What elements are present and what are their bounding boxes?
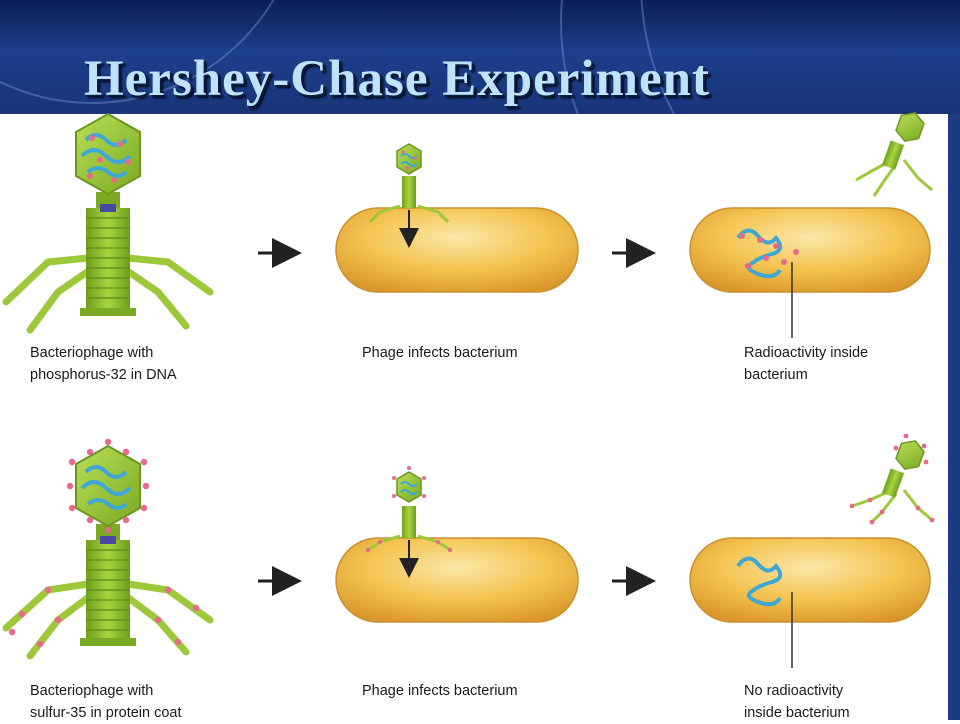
slide-title: Hershey-Chase Experiment: [84, 51, 710, 107]
phage-detached: [855, 112, 933, 197]
phage-attached: [365, 466, 453, 553]
caption-infects-1: Phage infects bacterium: [362, 345, 518, 361]
radioactive-dots: [739, 233, 799, 269]
phage-p32: [2, 112, 214, 334]
phage-s35: [2, 438, 214, 660]
phage-attached: [368, 143, 450, 224]
slide-header: Hershey-Chase Experiment: [0, 0, 960, 114]
phage-detached: [849, 433, 935, 525]
slide-right-edge: [948, 114, 960, 720]
phage-baseplate: [80, 308, 136, 316]
caption-phage-s35: Bacteriophage with sulfur-35 in protein …: [30, 683, 182, 721]
bacterium: [689, 207, 931, 293]
dna-inside-bacterium: [736, 556, 783, 607]
caption-phage-p32: Bacteriophage with phosphorus-32 in DNA: [30, 345, 177, 383]
phage-baseplate: [80, 638, 136, 646]
phage-tail-rings: [86, 549, 130, 631]
s35-coat-dots: [66, 438, 150, 534]
phage-tail-rings: [86, 217, 130, 299]
bacterium: [335, 207, 579, 293]
s35-fiber-dots: [8, 586, 200, 648]
bacterium: [689, 537, 931, 623]
dna-inside-bacterium: [736, 228, 783, 279]
phage-tail-sheath: [86, 208, 130, 310]
phage-tail-fibers: [2, 254, 214, 334]
caption-no-radioactivity: No radioactivity inside bacterium: [744, 683, 850, 721]
bacterium: [335, 537, 579, 623]
phage-neck: [100, 204, 116, 212]
p32-label-dots: [87, 135, 131, 183]
phage-neck: [100, 536, 116, 544]
caption-infects-2: Phage infects bacterium: [362, 683, 518, 699]
phage-dna: [80, 465, 132, 510]
row-phosphorus: [2, 112, 933, 338]
row-sulfur: [2, 433, 935, 668]
caption-radioactivity-inside: Radioactivity inside bacterium: [744, 345, 869, 383]
